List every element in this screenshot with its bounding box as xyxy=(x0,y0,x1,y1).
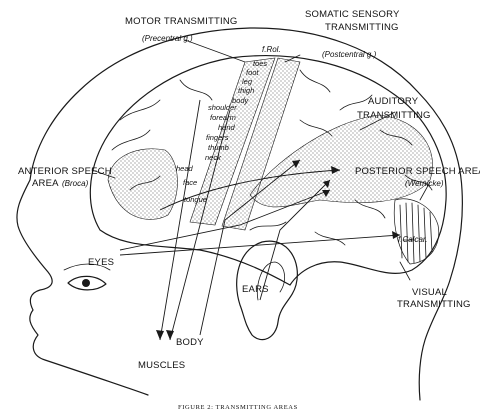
auditory-label-2: TRANSMITTING xyxy=(357,110,431,121)
leader-lines xyxy=(91,39,431,281)
somatic-sublabel: (Postcentral g.) xyxy=(322,50,377,59)
figure-caption: FIGURE 2: TRANSMITTING AREAS xyxy=(178,404,298,411)
eye xyxy=(67,275,107,291)
body-part-label-fingers: fingers xyxy=(206,133,229,142)
arrowhead-1 xyxy=(392,231,400,239)
body-part-label-face: face xyxy=(183,178,197,187)
eye-brow xyxy=(63,263,111,271)
visual-area-hatching xyxy=(399,202,433,264)
body-part-label-thigh: thigh xyxy=(238,86,254,95)
body-part-label-foot: foot xyxy=(246,68,259,77)
ear xyxy=(236,240,298,341)
arrowhead-5 xyxy=(156,330,164,340)
body-part-label-neck: neck xyxy=(205,153,222,162)
rolandic-fissure-label: f.Rol. xyxy=(262,45,281,54)
arrowhead-2 xyxy=(322,190,330,197)
body-part-label-body: body xyxy=(232,96,250,105)
eyes-pathway xyxy=(119,234,401,256)
somatic-label-2: TRANSMITTING xyxy=(325,22,399,33)
body-part-label-leg: leg xyxy=(242,77,253,86)
brain-outline xyxy=(89,55,447,286)
motor-label: MOTOR TRANSMITTING xyxy=(125,16,238,27)
visual-label-1: VISUAL xyxy=(412,287,447,298)
body-part-label-tongue: tongue xyxy=(184,195,207,204)
broca-area xyxy=(107,148,178,220)
auditory-label-1: AUDITORY xyxy=(368,96,419,107)
body-part-label-hand: hand xyxy=(218,123,236,132)
arrowhead-6 xyxy=(166,330,174,340)
arrowhead-7 xyxy=(331,166,340,174)
eyes-label: EYES xyxy=(88,257,114,268)
body-label: BODY xyxy=(176,337,204,348)
body-part-label-shoulder: shoulder xyxy=(208,103,237,112)
body-part-label-forearm: forearm xyxy=(210,113,236,122)
head-outline xyxy=(16,27,463,401)
muscles-pathway xyxy=(159,99,201,341)
visual-label-2: TRANSMITTING xyxy=(397,299,471,310)
anterior-speech-label-2: AREA xyxy=(32,178,59,189)
muscles-pathway-2 xyxy=(169,109,231,341)
calcarine-label: f.Calcar. xyxy=(398,235,428,244)
body-part-label-toes: toes xyxy=(253,59,267,68)
posterior-speech-sublabel: (Wernicke) xyxy=(405,179,444,188)
eye-pupil xyxy=(82,279,90,287)
body-pathway xyxy=(199,159,301,336)
muscles-label: MUSCLES xyxy=(138,360,185,371)
somatic-strip-area xyxy=(221,57,301,231)
posterior-speech-label: POSTERIOR SPEECH AREA xyxy=(355,166,480,177)
motor-sublabel: (Precentral g.) xyxy=(142,34,193,43)
body-part-labels: toesfootlegthighbodyshoulderforearmhandf… xyxy=(176,59,267,204)
association-pathway xyxy=(159,169,341,211)
anterior-speech-sublabel: (Broca) xyxy=(62,179,89,188)
somatic-label-1: SOMATIC SENSORY xyxy=(305,9,400,20)
wernicke-area xyxy=(249,114,433,208)
ears-label: EARS xyxy=(242,284,269,295)
arrowhead-4 xyxy=(323,180,330,188)
arrowhead-3 xyxy=(292,160,300,168)
body-part-label-thumb: thumb xyxy=(208,143,229,152)
ear-inner xyxy=(256,261,285,301)
anterior-speech-label-1: ANTERIOR SPEECH xyxy=(18,166,112,177)
ears-pathway xyxy=(259,179,331,301)
body-part-label-head: head xyxy=(176,164,194,173)
eyes-pathway-2 xyxy=(119,189,331,251)
